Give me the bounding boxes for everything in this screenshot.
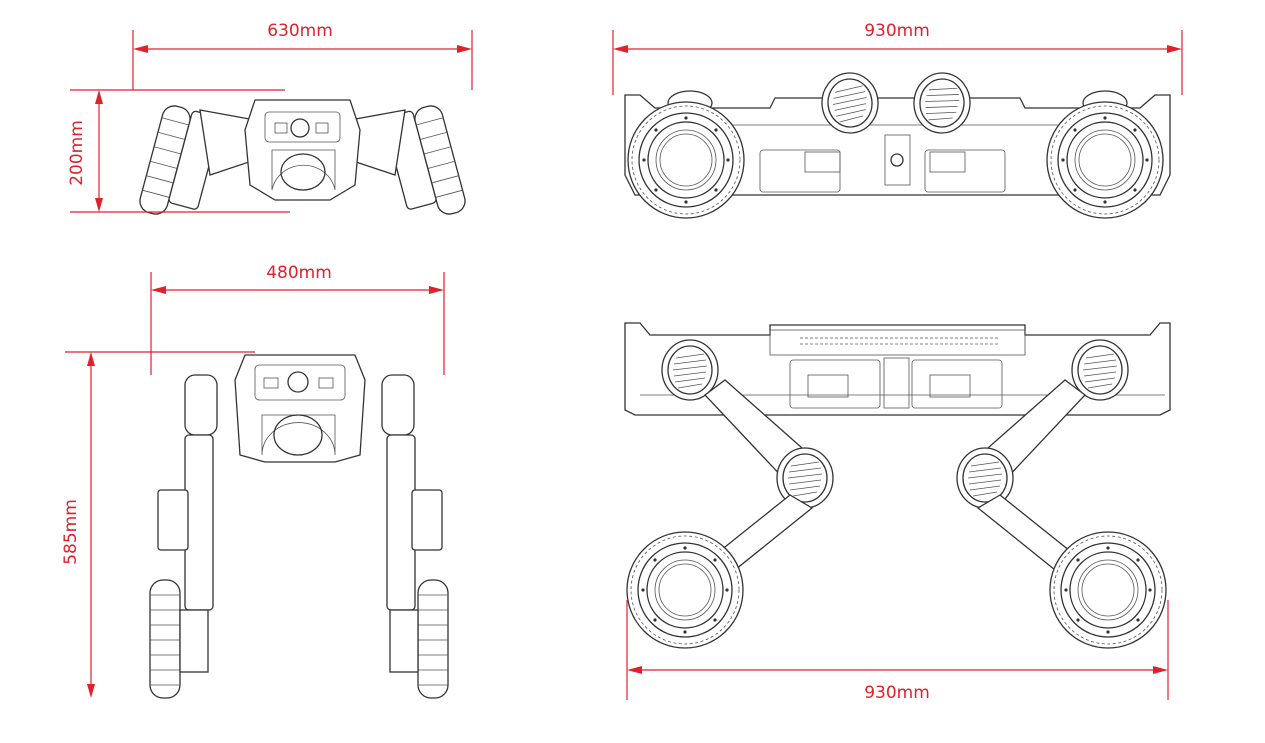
stand-width-label: 480mm bbox=[266, 263, 332, 283]
top-length-label: 930mm bbox=[864, 21, 930, 41]
right-lower-wheel bbox=[389, 579, 449, 699]
front-height-dimension: 200mm bbox=[67, 89, 290, 213]
stand-height-label: 585mm bbox=[61, 499, 81, 565]
top-length-dimension: 930mm bbox=[612, 21, 1183, 95]
bottom-length-dimension: 930mm bbox=[626, 600, 1169, 703]
front-width-dimension: 630mm bbox=[132, 21, 473, 90]
stand-width-dimension: 480mm bbox=[150, 263, 445, 375]
front-view-crouched-drawing bbox=[139, 99, 466, 215]
side-view-standing-drawing bbox=[624, 322, 1171, 649]
front-view-standing-drawing bbox=[149, 354, 449, 699]
side-view-crouched-drawing bbox=[624, 70, 1171, 219]
bottom-length-label: 930mm bbox=[864, 683, 930, 703]
front-height-label: 200mm bbox=[67, 120, 87, 186]
stand-height-dimension: 585mm bbox=[61, 351, 255, 698]
left-lower-wheel bbox=[149, 579, 209, 699]
front-width-label: 630mm bbox=[267, 21, 333, 41]
